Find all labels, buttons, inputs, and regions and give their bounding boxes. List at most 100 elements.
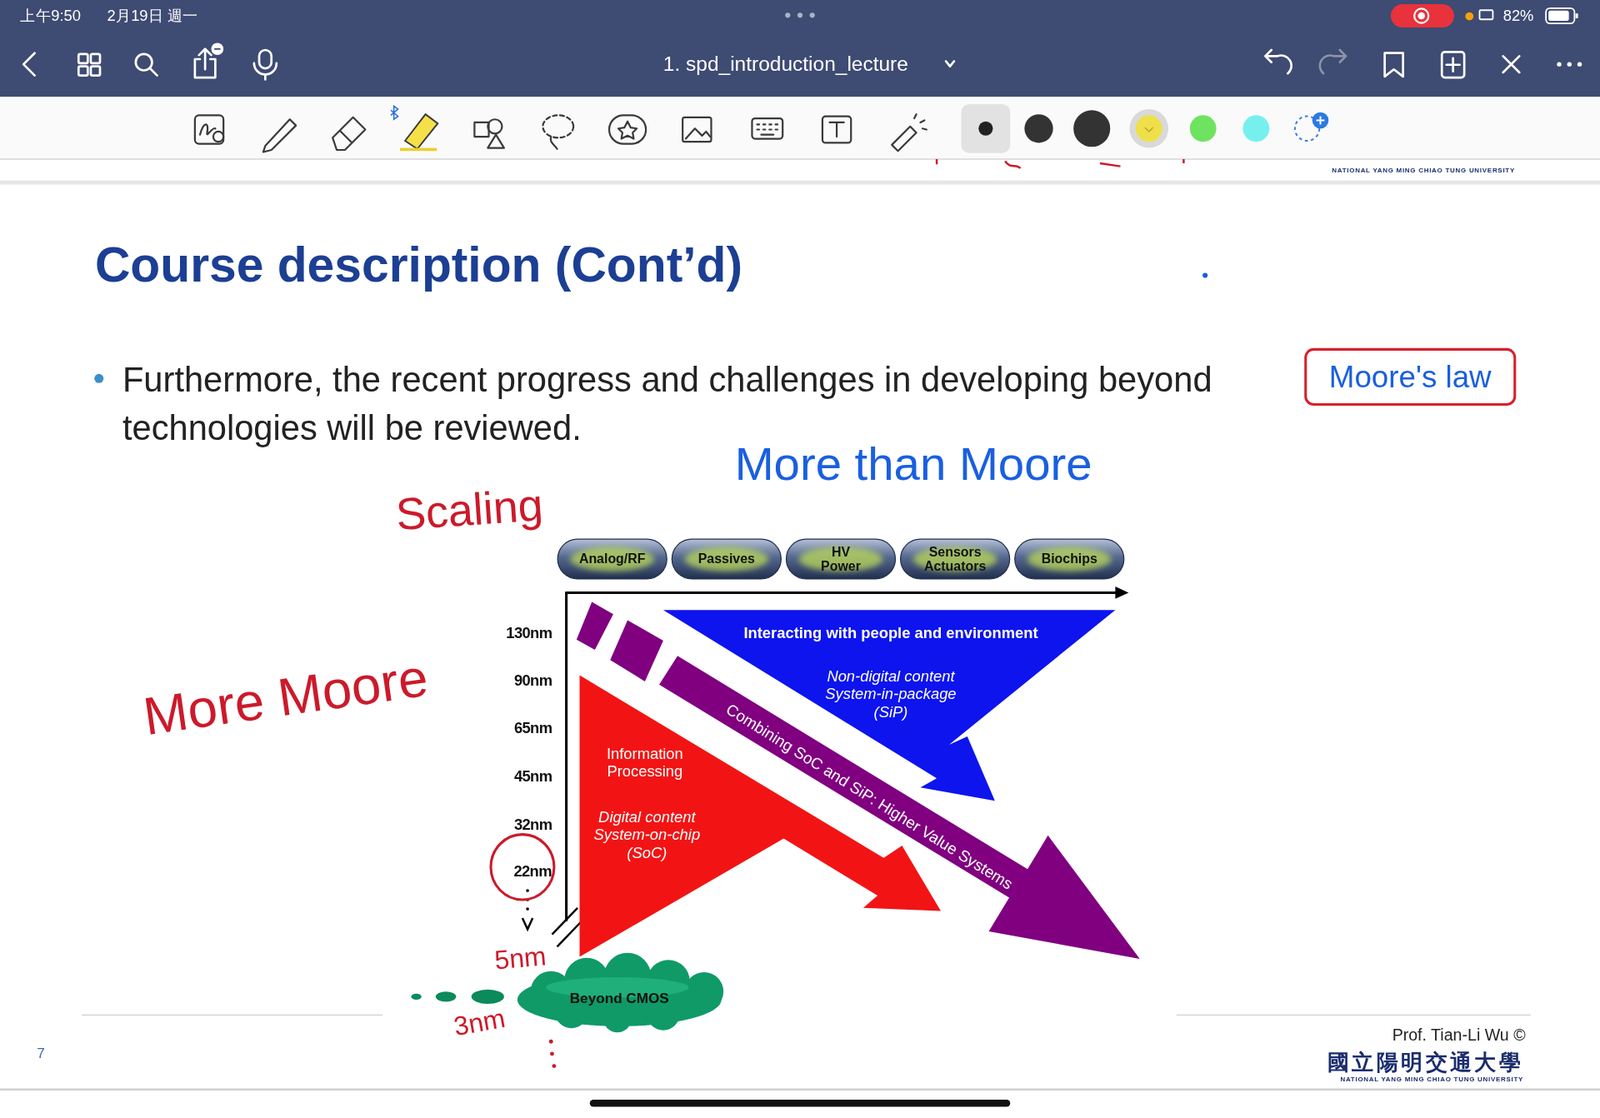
color-swatch bbox=[1190, 115, 1217, 142]
pen-size bbox=[978, 121, 993, 136]
document-title: 1. spd_introduction_lecture bbox=[663, 52, 909, 76]
eraser-icon bbox=[332, 117, 365, 150]
toolbar-bg bbox=[0, 96, 1600, 160]
node-text: Analog/RF bbox=[579, 552, 646, 567]
author-credit: Prof. Tian-Li Wu © bbox=[1392, 1026, 1526, 1046]
toolbar-rule bbox=[0, 158, 1600, 160]
beyond-cmos-cloud: Beyond CMOS bbox=[510, 964, 730, 1031]
share-icon bbox=[195, 49, 215, 78]
bullet-text: technologies will be reviewed. bbox=[122, 408, 582, 449]
status-date: 2月19日 週一 bbox=[107, 6, 199, 25]
node-text: 22nm bbox=[513, 862, 552, 880]
node-size-label: 32nm bbox=[514, 815, 553, 834]
technology-pill-part bbox=[785, 539, 895, 580]
technology-pill-part bbox=[900, 539, 1010, 580]
sticker-icon bbox=[618, 121, 637, 140]
technology-pill-part bbox=[1015, 539, 1125, 580]
cloud-dot bbox=[471, 990, 505, 1005]
node-size-label: 90nm bbox=[514, 671, 553, 690]
keyboard-icon bbox=[757, 124, 778, 135]
nav-icons bbox=[23, 49, 1520, 80]
color-chevron bbox=[1145, 127, 1154, 132]
shapes-icon bbox=[474, 122, 489, 137]
technology-pill: Passives bbox=[671, 539, 782, 580]
node-text: Moore's law bbox=[1329, 360, 1492, 395]
node-text: Biochips bbox=[1041, 552, 1098, 567]
purple-dash bbox=[576, 601, 614, 650]
image-icon bbox=[685, 128, 710, 139]
technology-pill-part bbox=[570, 546, 655, 571]
node-text: Passives bbox=[698, 552, 755, 567]
selected-size bbox=[960, 104, 1010, 154]
node-text: Information Processing bbox=[594, 745, 696, 780]
text-tool-icon bbox=[822, 116, 851, 144]
record-ring bbox=[1414, 8, 1429, 23]
tool-icons bbox=[195, 114, 927, 152]
more-dot bbox=[1577, 61, 1582, 66]
beyond-cmos-cloud-part bbox=[603, 1004, 632, 1033]
grid-icon bbox=[90, 54, 100, 64]
highlighter-icon bbox=[405, 114, 438, 150]
x-axis-head bbox=[1115, 586, 1129, 600]
tool-icon bbox=[213, 131, 224, 142]
page-bottom bbox=[0, 1089, 1600, 1091]
back-icon bbox=[23, 53, 35, 76]
dot bbox=[785, 12, 790, 18]
grid-icon bbox=[78, 66, 88, 76]
scale-chevron bbox=[522, 918, 533, 930]
node-size-label: 45nm bbox=[514, 767, 553, 785]
more-dot bbox=[1567, 61, 1572, 66]
y-axis bbox=[565, 591, 568, 922]
ink-dot bbox=[549, 1040, 554, 1045]
university-name: 國立陽明交通大學 bbox=[1327, 1050, 1524, 1076]
battery-percent: 82% bbox=[1503, 6, 1535, 25]
technology-pill-part bbox=[671, 539, 781, 580]
university-wordmark: NATIONAL YANG MING CHIAO TUNG UNIVERSITY bbox=[1340, 1075, 1524, 1084]
grid-icon bbox=[78, 54, 88, 64]
battery-nub bbox=[1575, 13, 1579, 19]
technology-pill: HV Power bbox=[785, 539, 896, 580]
add-page-icon bbox=[1441, 51, 1465, 78]
battery-level bbox=[1548, 10, 1569, 21]
handwritten-note: Scaling bbox=[394, 479, 545, 541]
dotted-scale bbox=[525, 889, 530, 893]
node-text: Non-digital content System-in-package (S… bbox=[814, 667, 968, 720]
bullet-dot bbox=[94, 374, 104, 384]
mic-icon bbox=[259, 50, 272, 69]
previous-page-ink bbox=[936, 159, 1184, 169]
page-number: 7 bbox=[36, 1045, 45, 1062]
node-text: Interacting with people and environment bbox=[743, 624, 1038, 642]
pen-size bbox=[1024, 114, 1053, 143]
page-gap bbox=[0, 180, 1600, 185]
add-color-plus bbox=[1316, 116, 1325, 125]
title-chevron bbox=[945, 60, 955, 66]
handwritten-box: Moore's law bbox=[1304, 348, 1517, 407]
add-page-icon bbox=[1446, 58, 1460, 72]
cloud-dot bbox=[435, 991, 456, 1002]
screen-icon bbox=[1480, 10, 1494, 20]
dot bbox=[810, 12, 815, 18]
purple-dash bbox=[610, 620, 664, 681]
tool-icon bbox=[200, 124, 215, 135]
mic-icon bbox=[254, 63, 277, 80]
footer-rule bbox=[81, 1015, 383, 1016]
ink-dot bbox=[550, 1051, 555, 1056]
cloud-dot bbox=[410, 994, 421, 1000]
footer-rule bbox=[1176, 1015, 1531, 1016]
lasso-icon bbox=[550, 136, 558, 150]
technology-pill: Analog/RF bbox=[557, 539, 668, 580]
pencil-icon bbox=[263, 119, 296, 152]
university-wordmark: NATIONAL YANG MING CHIAO TUNG UNIVERSITY bbox=[1331, 166, 1515, 175]
ink-circle-part bbox=[490, 835, 555, 900]
handwritten-note: 5nm bbox=[493, 941, 548, 977]
keyboard-icon bbox=[751, 118, 783, 139]
share-badge bbox=[214, 48, 220, 50]
handwritten-note: More Moore bbox=[140, 647, 432, 748]
slide-title: Course description (Cont’d) bbox=[95, 237, 743, 295]
text-tool-icon bbox=[830, 122, 845, 137]
soc-arrow-part bbox=[580, 675, 941, 958]
lasso-icon bbox=[542, 115, 574, 138]
highlighter-mark bbox=[400, 148, 437, 152]
color-swatch bbox=[1135, 115, 1163, 142]
record-pill bbox=[1390, 4, 1455, 28]
